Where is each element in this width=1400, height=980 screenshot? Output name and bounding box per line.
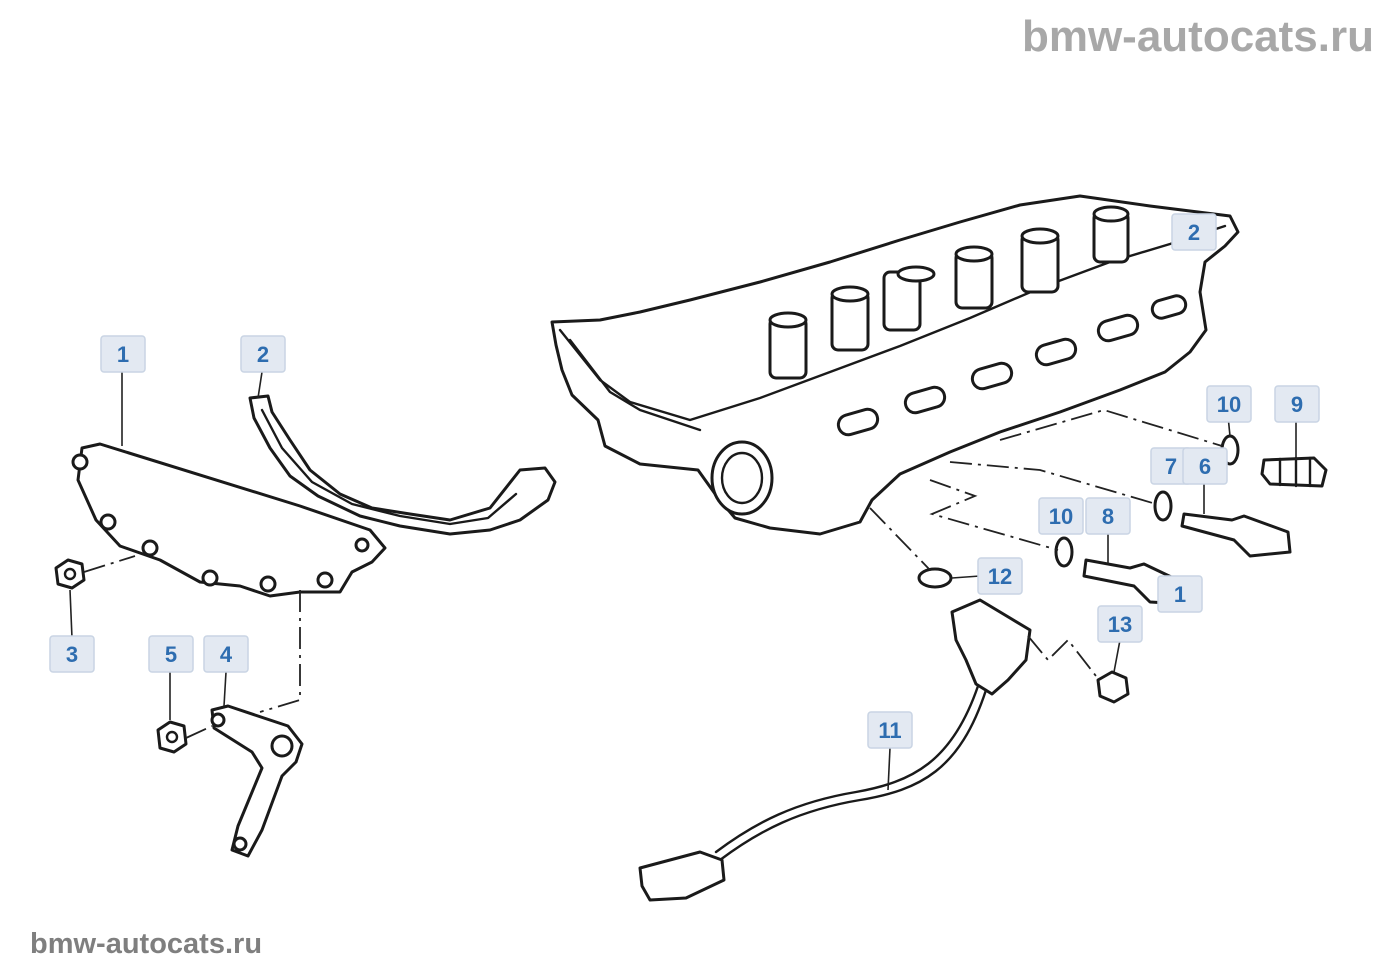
callout-9[interactable]: 9 [1274, 385, 1320, 423]
callout-label: 2 [1188, 220, 1200, 245]
callout-10-upper[interactable]: 10 [1206, 385, 1252, 423]
callout-label: 10 [1049, 504, 1073, 529]
bolt-13 [1096, 670, 1130, 704]
callout-12[interactable]: 12 [977, 557, 1023, 595]
callout-label: 3 [66, 642, 78, 667]
callout-2-head[interactable]: 2 [1171, 213, 1217, 251]
callout-3[interactable]: 3 [49, 635, 95, 673]
callout-1[interactable]: 1 [100, 335, 146, 373]
callout-2[interactable]: 2 [240, 335, 286, 373]
callout-label: 4 [220, 642, 233, 667]
crankshaft-sensor-11 [638, 598, 1032, 902]
installation-lines [83, 409, 1223, 739]
callout-label: 11 [878, 718, 901, 743]
callout-label: 10 [1217, 392, 1241, 417]
callout-label: 1 [1174, 582, 1186, 607]
sealing-ring-10b [1054, 536, 1074, 568]
callout-label: 12 [988, 564, 1012, 589]
callout-5[interactable]: 5 [148, 635, 194, 673]
callout-label: 8 [1102, 504, 1114, 529]
callout-label: 5 [165, 642, 177, 667]
callout-6[interactable]: 6 [1182, 447, 1228, 485]
callout-label: 13 [1108, 612, 1132, 637]
timing-cover-plate [71, 442, 387, 598]
callout-7[interactable]: 7 [1150, 447, 1192, 485]
watermark-bottom: bmw-autocats.ru [30, 928, 263, 960]
callout-8[interactable]: 8 [1085, 497, 1131, 535]
callout-11[interactable]: 11 [867, 711, 913, 749]
cylinder-head [550, 194, 1240, 536]
temperature-sensor-6 [1180, 512, 1292, 558]
mounting-bracket [210, 704, 304, 858]
watermark-top: bmw-autocats.ru [1021, 12, 1374, 61]
hex-nut-5 [156, 720, 188, 754]
callout-label: 6 [1199, 454, 1211, 479]
oil-pressure-switch [1260, 456, 1328, 488]
callout-13[interactable]: 13 [1097, 605, 1143, 643]
callout-10-lower[interactable]: 10 [1038, 497, 1084, 535]
callout-label: 9 [1291, 392, 1303, 417]
sealing-ring-7 [1153, 490, 1173, 522]
leader-lines [69, 371, 1297, 791]
callout-label: 1 [117, 342, 129, 367]
callout-label: 2 [257, 342, 269, 367]
callout-4[interactable]: 4 [203, 635, 249, 673]
callout-label: 7 [1165, 454, 1177, 479]
cover-gasket [248, 394, 557, 536]
o-ring-12 [917, 567, 953, 589]
callout-1-sensor[interactable]: 1 [1157, 575, 1203, 613]
hex-nut-3 [54, 558, 86, 590]
